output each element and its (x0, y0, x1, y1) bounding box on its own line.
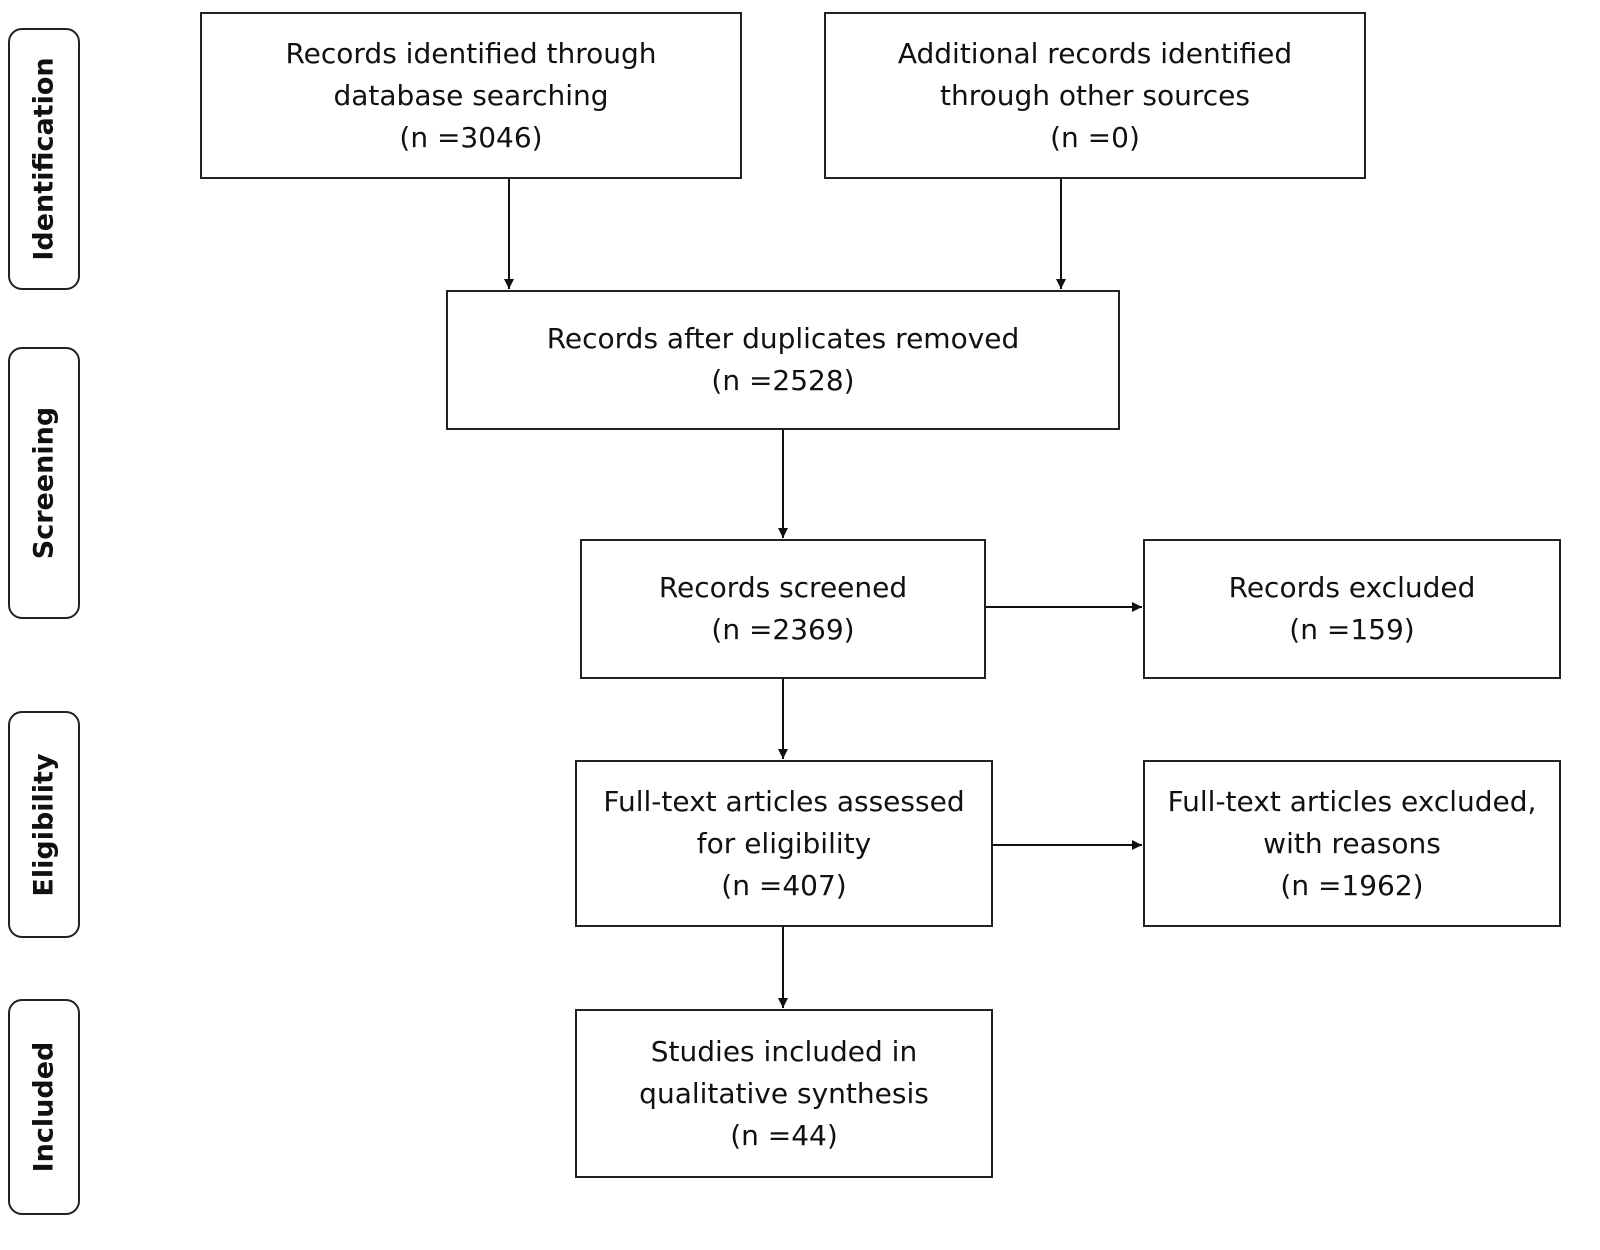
fulltext-assessed-count: (n =407) (721, 868, 847, 902)
fulltext-excluded-line1: Full-text articles excluded, (1167, 784, 1537, 818)
deduplicated-records-line1: Records after duplicates removed (546, 322, 1020, 355)
records-screened-count: (n =2369) (711, 613, 855, 646)
fulltext-assessed-box: Full-text articles assessed for eligibil… (575, 760, 993, 927)
other-sources-line1: Additional records identified (897, 36, 1293, 70)
phase-identification: Identification (8, 28, 80, 290)
database-records-count: (n =3046) (399, 120, 543, 154)
fulltext-excluded-count: (n =1962) (1280, 868, 1424, 902)
other-sources-box: Additional records identified through ot… (824, 12, 1366, 179)
other-sources-line2: through other sources (940, 78, 1250, 112)
deduplicated-records-count: (n =2528) (711, 364, 855, 397)
deduplicated-records-box: Records after duplicates removed (n =252… (446, 290, 1120, 430)
phase-screening: Screening (8, 347, 80, 619)
database-records-line2: database searching (333, 78, 609, 112)
records-screened-box: Records screened (n =2369) (580, 539, 986, 679)
database-records-box: Records identified through database sear… (200, 12, 742, 179)
fulltext-excluded-line2: with reasons (1263, 826, 1441, 860)
records-screened-line1: Records screened (658, 571, 908, 604)
studies-included-line2: qualitative synthesis (639, 1076, 929, 1110)
phase-eligibility: Eligibility (8, 711, 80, 938)
studies-included-count: (n =44) (730, 1118, 838, 1152)
records-excluded-line1: Records excluded (1228, 571, 1476, 604)
studies-included-box: Studies included in qualitative synthesi… (575, 1009, 993, 1178)
fulltext-excluded-box: Full-text articles excluded, with reason… (1143, 760, 1561, 927)
database-records-line1: Records identified through (285, 36, 657, 70)
fulltext-assessed-line2: for eligibility (696, 826, 872, 860)
studies-included-line1: Studies included in (650, 1034, 918, 1068)
fulltext-assessed-line1: Full-text articles assessed (603, 784, 965, 818)
phase-included: Included (8, 999, 80, 1215)
records-excluded-box: Records excluded (n =159) (1143, 539, 1561, 679)
other-sources-count: (n =0) (1050, 120, 1140, 154)
records-excluded-count: (n =159) (1289, 613, 1415, 646)
